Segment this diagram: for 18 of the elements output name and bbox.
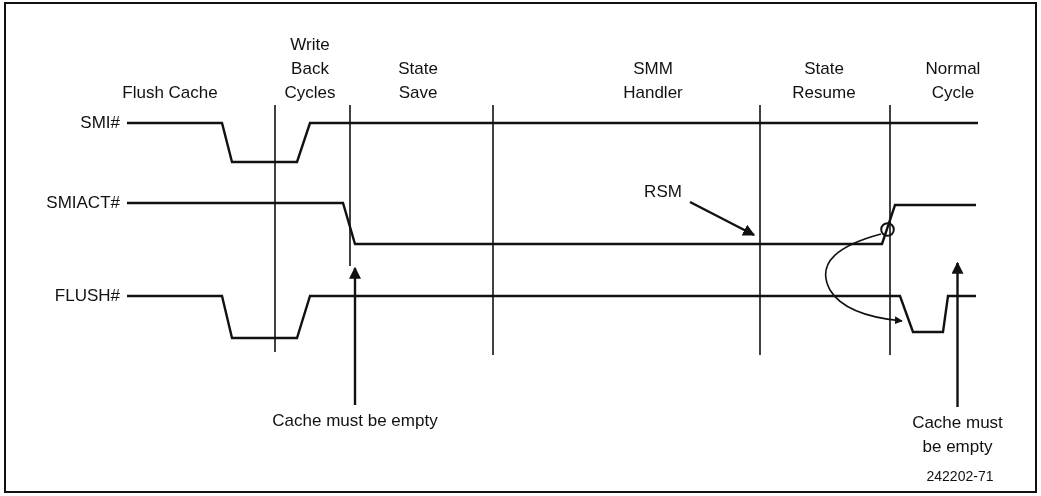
phase-heading: State Resume — [791, 58, 857, 104]
callout-text: RSM — [640, 180, 686, 204]
figure-number: 242202-71 — [925, 467, 995, 486]
signal-name: SMI# — [79, 112, 120, 134]
circle-marker — [880, 222, 895, 237]
callout-text: Cache must be empty — [240, 409, 470, 433]
phase-heading: State Save — [397, 58, 439, 104]
signal-name: SMIACT# — [45, 192, 120, 214]
arrow — [689, 200, 756, 237]
phase-heading: SMM Handler — [622, 58, 684, 104]
arrow — [349, 266, 361, 405]
callout-text: Cache must be empty — [905, 411, 1010, 459]
phase-heading: Write Back Cycles — [283, 34, 337, 104]
arrow — [951, 261, 964, 407]
phase-heading: Normal Cycle — [924, 58, 982, 104]
phase-heading: Flush Cache — [121, 82, 219, 104]
arrow — [824, 233, 903, 325]
signal-name: FLUSH# — [53, 285, 120, 307]
